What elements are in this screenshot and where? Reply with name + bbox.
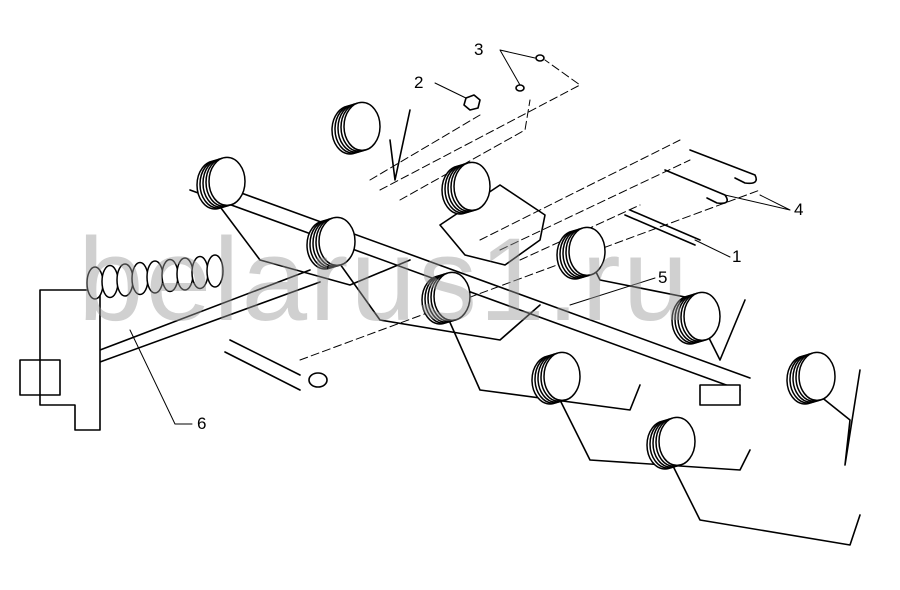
tension-spring-coil	[176, 257, 194, 291]
tine	[799, 369, 861, 466]
spring-coil	[343, 101, 381, 152]
callout-4: 4	[794, 200, 804, 219]
bolt	[624, 209, 701, 246]
callout-5: 5	[658, 268, 668, 287]
spring-coil	[433, 271, 471, 322]
pin	[664, 169, 728, 205]
tension-spring-coil	[131, 261, 149, 296]
mount-frame	[19, 289, 101, 431]
spring-coil	[318, 216, 356, 267]
bracket-plate	[439, 184, 546, 266]
spring-coil	[798, 351, 836, 402]
tension-spring-coil	[206, 254, 224, 288]
spring-coil	[208, 156, 246, 207]
tine	[659, 439, 861, 546]
spring-coil	[658, 416, 696, 467]
tension-spring-coil	[146, 260, 164, 294]
tension-spring-coil	[116, 263, 134, 297]
tine	[329, 249, 541, 341]
callout-2: 2	[414, 73, 424, 92]
callout-6: 6	[197, 414, 207, 433]
spring-coil	[543, 351, 581, 402]
spring-coil	[568, 226, 606, 277]
tension-spring-coil	[191, 255, 209, 290]
pin	[689, 149, 758, 185]
callout-3: 3	[474, 40, 484, 59]
tension-spring-coil	[101, 264, 119, 299]
tine	[389, 109, 411, 181]
spring-coil	[453, 161, 491, 212]
rear-bar-6	[99, 269, 321, 363]
spring-coil	[683, 291, 721, 342]
tine	[214, 199, 411, 286]
tension-spring-coil	[86, 266, 104, 300]
tension-spring-coil	[161, 258, 179, 293]
callout-1: 1	[732, 247, 742, 266]
